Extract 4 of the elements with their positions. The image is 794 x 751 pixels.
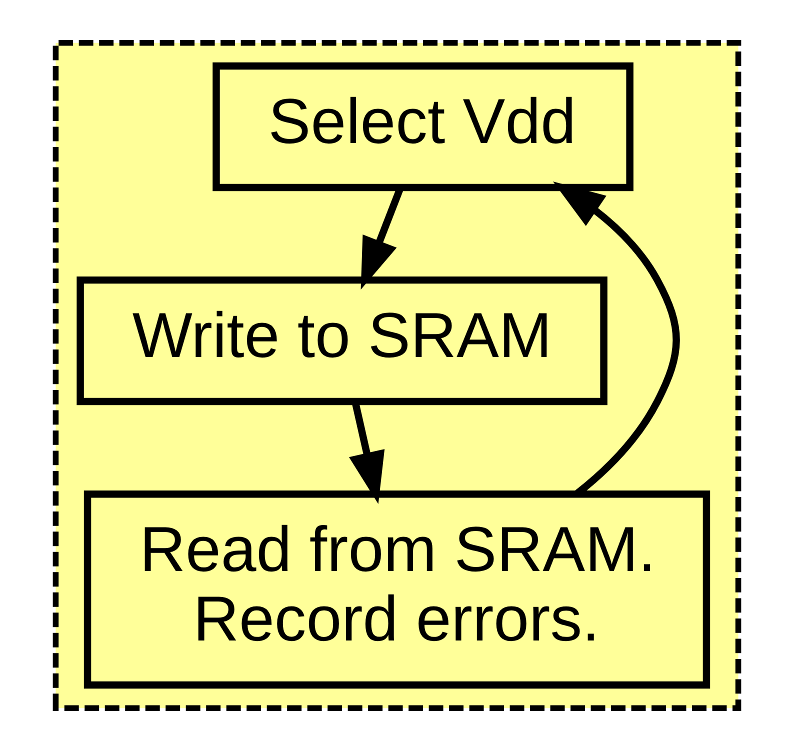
node-box: Read from SRAM. Record errors. [84, 490, 710, 689]
node-box: Select Vdd [212, 62, 634, 192]
cluster [52, 40, 742, 711]
node-box: Write to SRAM [76, 276, 608, 406]
